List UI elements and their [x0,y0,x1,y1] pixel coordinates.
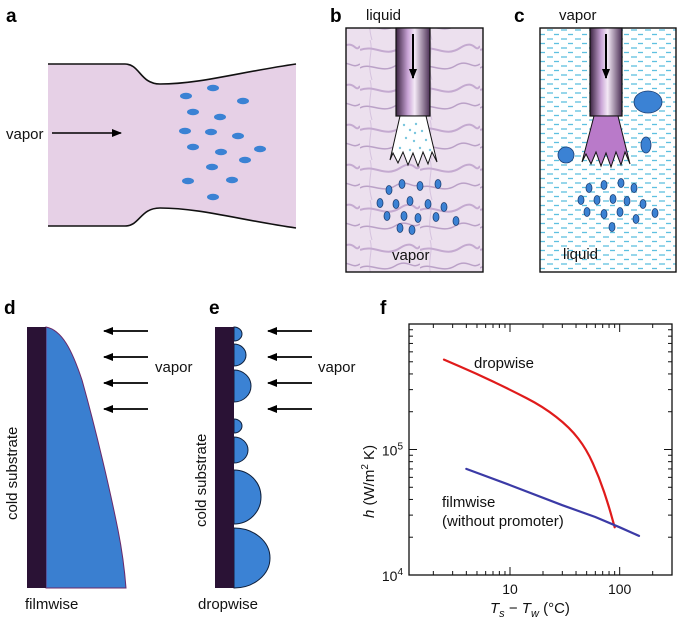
vapor-label-a: vapor [6,126,44,143]
liquid-film [45,326,127,589]
filmwise-label-d: filmwise [25,596,78,613]
x-label-T2: T [522,600,533,617]
panel-a: a vapor [6,6,297,229]
panel-a-label: a [6,6,17,27]
y-tick-exp: 5 [397,442,403,453]
panel-d: d cold substrate vapor filmwise [4,298,193,613]
droplets-e [233,326,271,589]
annotation-dropwise: dropwise [474,355,534,372]
vapor-arrows-d [103,327,148,413]
x-label-minus: − [505,600,522,617]
annotation-without-promoter: (without promoter) [442,513,564,530]
y-label-unit-open: (W/m [361,470,378,510]
panel-c-label: c [514,6,525,27]
annotation-filmwise: filmwise [442,494,495,511]
panel-e-label: e [209,298,220,319]
bubbles-c [557,90,663,232]
x-axis-label: Ts − Tw (°C) [490,600,570,620]
series-line-dropwise [442,358,616,529]
panel-b: b liquid vap [330,6,484,273]
liquid-label-c: liquid [563,246,598,263]
vapor-label-e: vapor [318,359,356,376]
y-tick-base: 10 [382,443,398,459]
x-label-w: w [531,608,540,620]
duct-top-wall [48,63,297,85]
panel-b-label: b [330,6,342,27]
series-lines [442,358,641,537]
y-tick-exp: 4 [397,567,403,578]
panel-c: c vapor liquid [514,6,677,273]
x-label-s: s [499,608,505,620]
y-tick-label: 104 [382,567,404,584]
x-label-T1: T [490,600,501,617]
dropwise-label-e: dropwise [198,596,258,613]
y-label-unit-close: K) [361,445,378,464]
x-label-unit: (°C) [539,600,570,617]
spray-cone-c [581,115,631,169]
y-axis-label: h (W/m2 K) [360,445,378,518]
cold-substrate-d [27,327,46,588]
vapor-label-b: vapor [392,247,430,264]
cold-substrate-e [215,327,234,588]
liquid-label-b: liquid [366,7,401,24]
panel-d-label: d [4,298,16,319]
panel-e: e cold substrate vapor dropwise [193,298,356,613]
duct-bottom-wall [48,207,297,229]
x-tick-label: 10 [502,581,518,597]
y-label-h: h [361,510,378,518]
series-line-filmwise [465,467,641,537]
droplets-a [179,84,266,201]
y-tick-label: 105 [382,442,404,459]
substrate-label-d: cold substrate [4,427,21,520]
label-bg-c [556,6,614,26]
vapor-label-d: vapor [155,359,193,376]
y-label-sup: 2 [360,464,371,470]
droplets-b [376,179,460,235]
axis-ticks [409,324,673,576]
mist-b [398,122,432,152]
substrate-label-e: cold substrate [193,434,210,527]
duct [48,64,296,228]
vapor-arrows-e [267,327,312,413]
panel-f-label: f [380,298,387,319]
x-tick-label: 100 [608,581,632,597]
y-tick-base: 10 [382,568,398,584]
vapor-label-c: vapor [559,7,597,24]
